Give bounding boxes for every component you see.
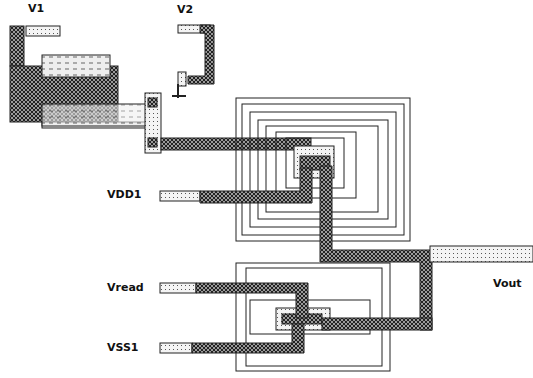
- pin-label: VSS1: [106, 342, 140, 354]
- pin-label: V1: [27, 3, 45, 15]
- pin-label: Vread: [106, 282, 145, 294]
- pin-label: V2: [176, 4, 194, 16]
- pin-label: VDD1: [106, 189, 142, 201]
- pin-label: Vout: [492, 278, 523, 290]
